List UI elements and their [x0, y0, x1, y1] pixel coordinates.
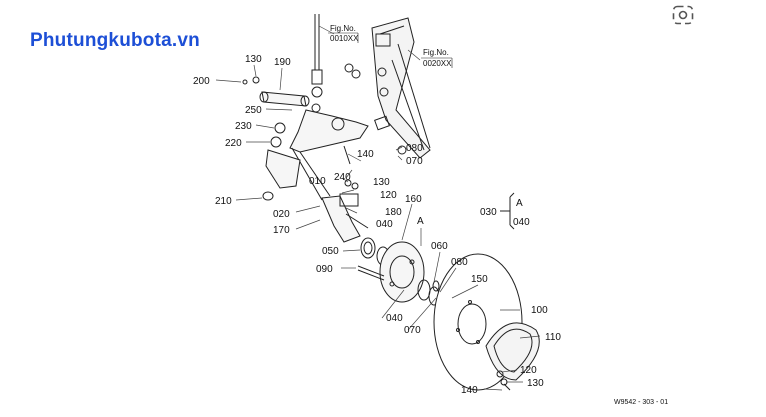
part-label-220: 220: [225, 138, 242, 149]
part-label-160: 160: [405, 194, 422, 205]
bolt-set-mid: [242, 76, 359, 190]
part-label-140: 140: [461, 385, 478, 396]
bearing-set: [417, 279, 440, 306]
part-label-180: 180: [385, 207, 402, 218]
part-label-040: 040: [386, 313, 403, 324]
part-label-120: 120: [380, 190, 397, 201]
part-label-120: 120: [520, 365, 537, 376]
part-label-130: 130: [245, 54, 262, 65]
part-label-040: 040: [376, 219, 393, 230]
part-label-040: 040: [513, 217, 530, 228]
svg-text:0020XX: 0020XX: [423, 59, 452, 68]
svg-text:Fig.No.: Fig.No.: [423, 48, 449, 57]
rod-assembly: [311, 14, 361, 98]
bolt-090: [357, 265, 385, 281]
part-label-A: A: [516, 198, 523, 209]
part-label-240: 240: [334, 172, 351, 183]
part-label-110: 110: [545, 332, 561, 343]
part-label-080: 080: [451, 257, 468, 268]
part-label-100: 100: [531, 305, 548, 316]
part-label-030: 030: [480, 207, 497, 218]
part-label-020: 020: [273, 209, 290, 220]
frame-assembly: [371, 17, 431, 159]
part-label-130: 130: [373, 177, 390, 188]
part-label-070: 070: [404, 325, 421, 336]
part-label-170: 170: [273, 225, 290, 236]
part-label-070: 070: [406, 156, 423, 167]
part-label-230: 230: [235, 121, 252, 132]
part-label-130: 130: [527, 378, 544, 389]
brand-watermark: Phutungkubota.vn: [30, 30, 200, 51]
svg-text:A: A: [417, 216, 424, 227]
part-label-210: 210: [215, 196, 232, 207]
part-label-200: 200: [193, 76, 210, 87]
drawing-code: W9542 - 303 - 01: [614, 399, 668, 406]
part-label-140: 140: [357, 149, 374, 160]
part-label-050: 050: [322, 246, 339, 257]
part-label-150: 150: [471, 274, 488, 285]
fig-ref-0010xx: Fig.No. 0010XX: [328, 24, 359, 43]
arm-assembly: [259, 91, 369, 201]
part-label-190: 190: [274, 57, 291, 68]
ref-bracket-030: [500, 192, 515, 230]
svg-text:Fig.No.: Fig.No.: [330, 24, 356, 33]
fig-ref-0020xx: Fig.No. 0020XX: [421, 48, 453, 68]
lower-arm: [262, 149, 369, 243]
leader-lines: [215, 25, 541, 391]
part-label-010: 010: [309, 176, 326, 187]
part-labels: 200 130 190 250 230 220 140 080 070 010 …: [193, 54, 561, 396]
svg-text:0010XX: 0010XX: [330, 34, 359, 43]
part-label-060: 060: [431, 241, 448, 252]
ref-mark-A: A: [417, 216, 424, 227]
part-label-080: 080: [406, 143, 423, 154]
hub-160: [379, 241, 425, 303]
lens-search-icon[interactable]: [668, 2, 698, 28]
part-label-090: 090: [316, 264, 333, 275]
part-label-250: 250: [245, 105, 262, 116]
